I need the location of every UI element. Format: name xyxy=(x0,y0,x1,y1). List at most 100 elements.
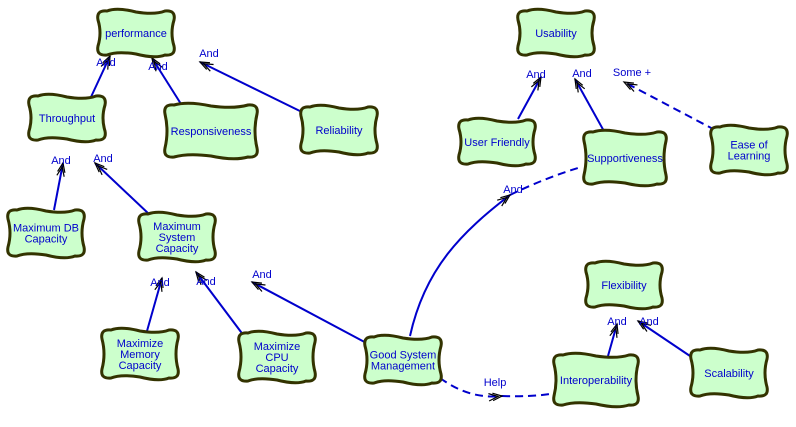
arrowhead-icon xyxy=(636,320,652,332)
goal-supportiveness[interactable]: Supportiveness xyxy=(582,128,668,188)
goal-label: Capacity xyxy=(156,243,199,255)
arrowhead-icon xyxy=(93,161,108,176)
softgoal-cloud-icon xyxy=(363,333,443,387)
goal-throughput[interactable]: Throughput xyxy=(27,92,107,144)
goal-label: Good System xyxy=(370,350,437,362)
link-line xyxy=(439,377,503,398)
goal-reliability[interactable]: Reliability xyxy=(299,103,379,157)
link-line xyxy=(637,320,691,357)
goal-label: Maximize xyxy=(254,341,300,353)
goal-performance[interactable]: performance xyxy=(96,7,176,59)
link-good_system_management-to-interoperability: Help xyxy=(439,377,551,402)
link-label: And xyxy=(96,57,116,69)
link-interoperability-to-flexibility: And xyxy=(607,316,627,357)
goal-label: Responsiveness xyxy=(171,126,252,138)
link-scalability-to-flexibility: And xyxy=(636,316,691,357)
arrowhead-icon xyxy=(609,322,619,338)
goal-flexibility[interactable]: Flexibility xyxy=(584,259,664,311)
link-line xyxy=(94,162,151,216)
link-label: And xyxy=(93,153,113,165)
link-label: And xyxy=(526,69,546,81)
goal-user-friendly[interactable]: User Friendly xyxy=(457,116,537,168)
softgoal-cloud-icon xyxy=(582,128,668,188)
goal-label: performance xyxy=(105,28,167,40)
link-line xyxy=(146,277,163,332)
goal-label: Ease of xyxy=(730,140,768,152)
goal-label: System xyxy=(159,232,196,244)
goal-interoperability[interactable]: Interoperability xyxy=(552,351,640,409)
goal-label: Maximum xyxy=(153,221,201,233)
arrowhead-icon xyxy=(56,161,66,177)
softgoal-cloud-icon xyxy=(237,329,317,385)
link-line xyxy=(53,162,64,211)
link-max_db_capacity-to-throughput: And xyxy=(51,155,71,211)
softgoal-cloud-icon xyxy=(457,116,537,168)
link-line-tail xyxy=(509,167,579,196)
goal-label: Interoperability xyxy=(560,375,633,387)
link-label: And xyxy=(148,61,168,73)
link-max_system_capacity-to-throughput: And xyxy=(93,153,151,216)
link-label: And xyxy=(51,155,71,167)
link-max_cpu_capacity-to-max_system_capacity: And xyxy=(195,270,245,337)
goal-label: User Friendly xyxy=(464,137,530,149)
goal-label: Throughput xyxy=(39,113,95,125)
goal-usability[interactable]: Usability xyxy=(516,7,596,59)
goal-scalability[interactable]: Scalability xyxy=(689,346,769,400)
link-good_system_management-to-max_system_capacity: And xyxy=(250,269,373,347)
arrowhead-icon xyxy=(574,77,586,93)
link-line xyxy=(517,76,542,120)
softgoal-cloud-icon xyxy=(163,101,259,161)
link-label: And xyxy=(639,316,659,328)
softgoal-cloud-icon xyxy=(709,123,789,177)
arrowhead-icon xyxy=(195,270,208,286)
goal-responsiveness[interactable]: Responsiveness xyxy=(163,101,259,161)
link-label: And xyxy=(196,276,216,288)
link-line-tail xyxy=(501,393,551,398)
goal-label: Learning xyxy=(728,151,771,163)
arrowhead-icon xyxy=(198,61,214,72)
softgoal-cloud-icon xyxy=(299,103,379,157)
goal-label: Capacity xyxy=(25,234,68,246)
softgoal-cloud-icon xyxy=(6,206,86,260)
goal-label: Maximize xyxy=(117,338,163,350)
link-line xyxy=(199,61,307,115)
softgoal-cloud-icon xyxy=(100,326,180,382)
arrowhead-icon xyxy=(154,276,164,292)
link-label: And xyxy=(199,48,219,60)
arrowhead-icon xyxy=(530,75,542,91)
arrowhead-icon xyxy=(622,81,638,92)
link-line xyxy=(623,81,716,131)
goal-label: Supportiveness xyxy=(587,153,663,165)
link-ease_of_learning-to-usability: And xyxy=(572,68,606,134)
goal-label: Maximum DB xyxy=(13,223,79,235)
link-line xyxy=(90,55,111,98)
softgoal-cloud-icon xyxy=(96,7,176,59)
goal-label: Capacity xyxy=(256,363,299,375)
goal-label: CPU xyxy=(265,352,288,364)
softgoal-cloud-icon xyxy=(137,210,217,264)
link-label: And xyxy=(503,184,523,196)
goal-label: Flexibility xyxy=(601,280,647,292)
link-line xyxy=(151,57,182,105)
link-line xyxy=(195,271,245,337)
link-label: Help xyxy=(484,377,507,389)
link-user_friendly-to-usability: And xyxy=(409,167,579,337)
arrowhead-icon xyxy=(488,392,504,402)
link-good_system_management-to-supportiveness: Some + xyxy=(613,67,716,131)
softgoal-cloud-icon xyxy=(584,259,664,311)
link-label: And xyxy=(150,277,170,289)
goal-label: Usability xyxy=(535,28,577,40)
link-line xyxy=(251,281,373,347)
link-supportiveness-to-usability: And xyxy=(517,69,546,120)
link-label: And xyxy=(252,269,272,281)
goal-label: Scalability xyxy=(704,368,754,380)
